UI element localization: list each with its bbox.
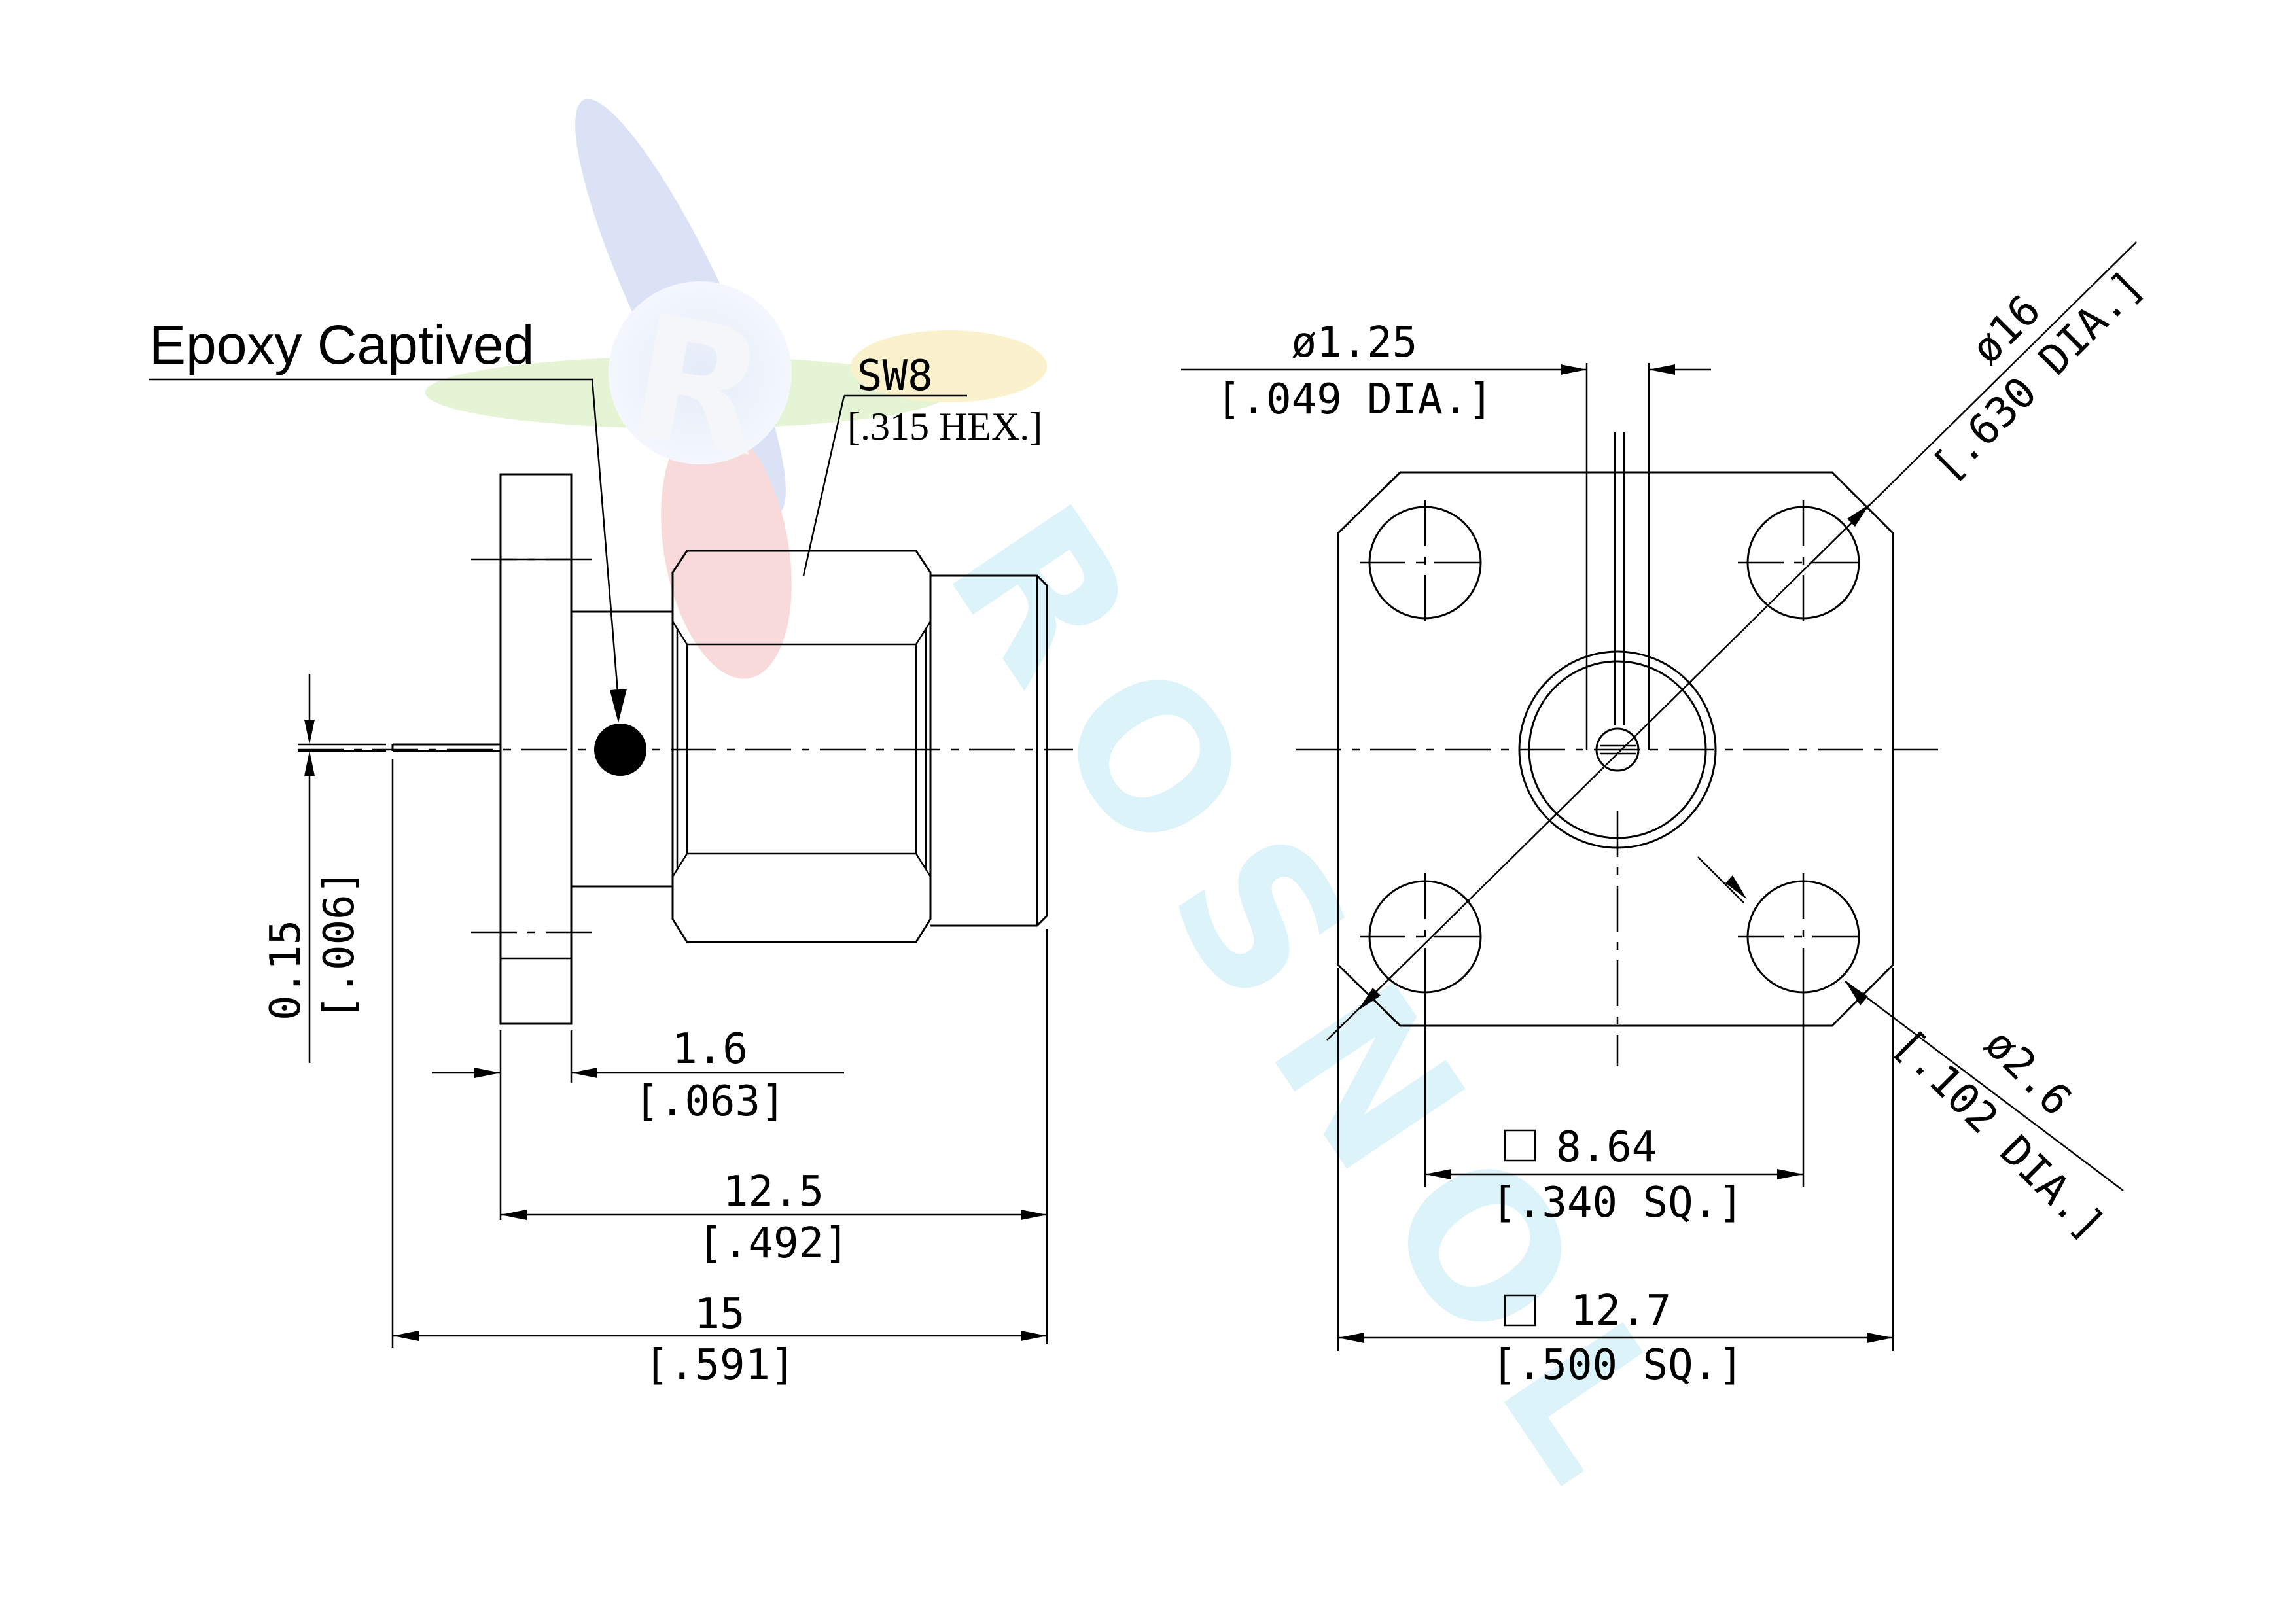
dim-total-length: 15 [.591]	[391, 759, 1047, 1389]
epoxy-captived-label: Epoxy Captived	[149, 314, 534, 375]
square-symbol	[1504, 1294, 1536, 1327]
dim-body-length-in: [.492]	[698, 1219, 849, 1268]
dim-body-diameter: ø16 [.630 DIA.]	[1326, 241, 2153, 1041]
dim-hole-spacing-mm: 8.64	[1556, 1123, 1657, 1172]
dim-pin-diameter-mm: ø1.25	[1292, 319, 1418, 367]
side-view	[298, 473, 1073, 1025]
dim-pin-diameter-in: [.049 DIA.]	[1216, 375, 1493, 424]
dim-body-length: 12.5 [.492]	[501, 929, 1048, 1344]
dim-hole-spacing: 8.64 [.340 SQ.]	[1424, 994, 1805, 1227]
dim-pin-diameter: ø1.25 [.049 DIA.]	[1181, 319, 1711, 424]
dim-flange-width-mm: 12.7	[1570, 1287, 1671, 1335]
dim-flange-thickness: 1.6 [.063]	[432, 1025, 844, 1220]
dim-body-diameter-in: [.630 DIA.]	[1923, 261, 2153, 491]
front-view	[1296, 363, 1940, 1066]
dim-pin-length-mm: 0.15	[262, 920, 310, 1021]
dim-flange-mm: 1.6	[672, 1025, 748, 1073]
dim-body-length-mm: 12.5	[723, 1168, 824, 1216]
square-symbol	[1504, 1129, 1536, 1162]
dim-total-length-in: [.591]	[644, 1341, 795, 1389]
dim-flange-width: 12.7 [.500 SQ.]	[1337, 968, 1894, 1389]
watermark-logo: R	[425, 99, 1047, 679]
hex-label: [.315 HEX.]	[847, 405, 1042, 448]
sw8-label: SW8	[857, 352, 933, 400]
dim-hole-diameter: ø2.6 [.102 DIA.]	[1697, 856, 2124, 1250]
dim-hole-spacing-in: [.340 SQ.]	[1491, 1179, 1743, 1227]
dim-flange-width-in: [.500 SQ.]	[1491, 1341, 1743, 1389]
dim-pin-length: 0.15 [.006]	[262, 674, 386, 1063]
dim-pin-length-in: [.006]	[315, 869, 364, 1021]
dim-total-length-mm: 15	[694, 1290, 745, 1338]
dim-flange-in: [.063]	[634, 1077, 785, 1126]
